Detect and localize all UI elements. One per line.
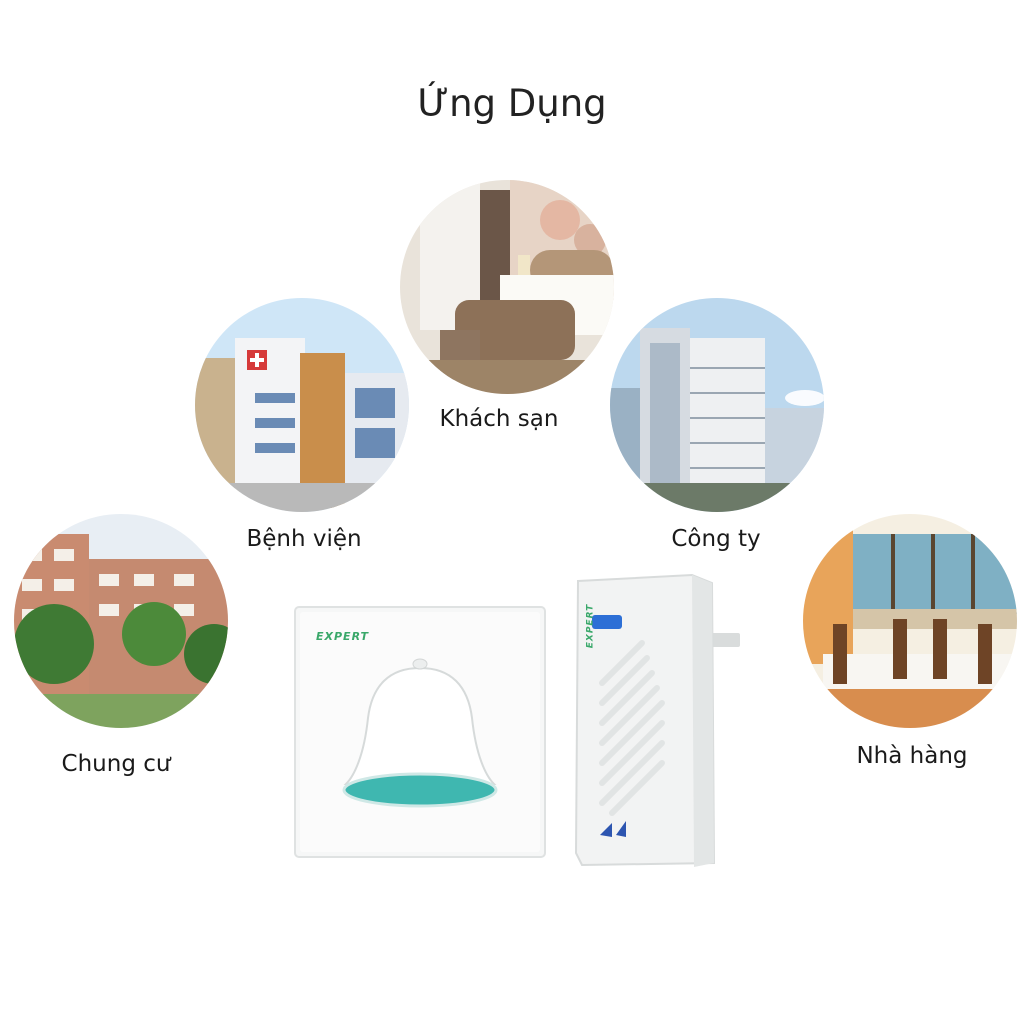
office-tower-photo — [610, 298, 824, 512]
hospital-label: Bệnh viện — [246, 526, 362, 552]
restaurant-label: Nhà hàng — [856, 743, 968, 769]
apartment-label: Chung cư — [61, 751, 171, 777]
page-title: Ứng Dụng — [417, 82, 607, 125]
doorbell-receiver-device: EXPERT — [572, 573, 744, 869]
brand-logo: EXPERT — [316, 630, 370, 643]
hospital-building-photo — [195, 298, 409, 512]
receiver-brand-logo: EXPERT — [585, 603, 596, 649]
hotel-label: Khách sạn — [439, 406, 559, 432]
restaurant-interior-photo — [803, 514, 1017, 728]
apartment-building-photo — [14, 514, 228, 728]
hotel-room-photo — [400, 180, 614, 394]
company-label: Công ty — [671, 526, 761, 552]
doorbell-button-device: EXPERT — [294, 606, 546, 858]
